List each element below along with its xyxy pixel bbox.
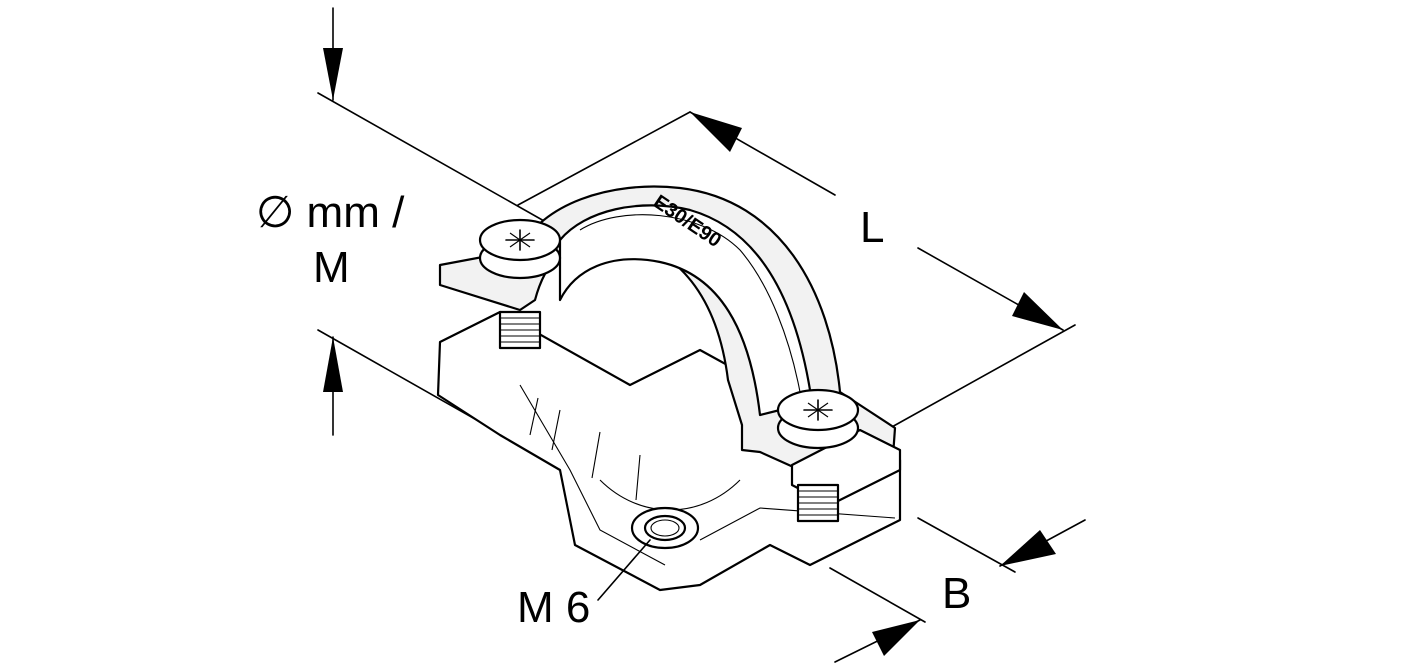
length-dimension [517,111,1076,429]
base-strap [436,310,902,592]
diameter-unit-label: M [313,243,350,292]
right-screw [776,388,902,523]
dimension-arrow-icon [690,112,742,152]
thread-label: M 6 [517,583,590,632]
left-screw [478,218,562,350]
dimension-arrow-icon [323,337,343,392]
width-label: B [942,569,971,618]
dimension-arrow-icon [323,48,343,100]
width-dimension [829,517,1086,663]
dimension-arrow-icon [1000,530,1056,566]
length-label: L [860,203,884,252]
diameter-label: ∅ mm / [256,188,405,237]
dimension-arrow-icon [872,620,920,656]
dimension-arrow-icon [1012,292,1063,330]
m6-nut [597,506,700,601]
